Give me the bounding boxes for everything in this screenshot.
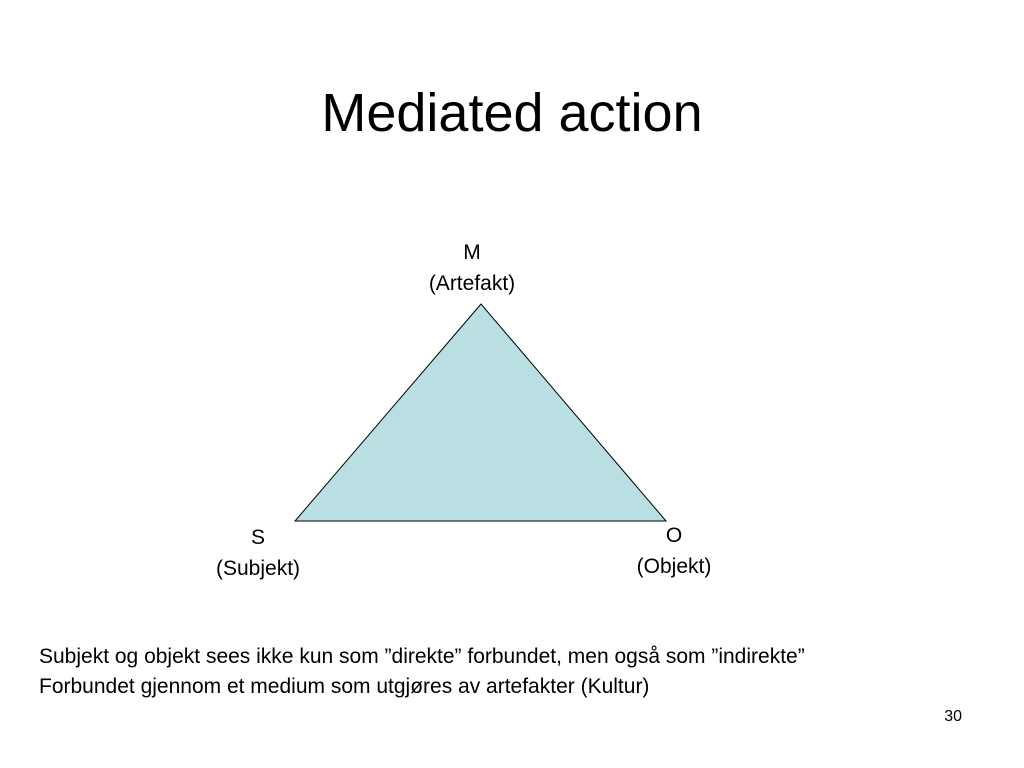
node-subject-label: (Subjekt)	[215, 557, 301, 580]
caption-line-1: Subjekt og objekt sees ikke kun som ”dir…	[39, 645, 805, 668]
node-mediator-label: (Artefakt)	[428, 272, 516, 295]
node-subject: S (Subjekt)	[178, 522, 338, 584]
node-mediator-letter: M	[463, 241, 481, 264]
node-object-letter: O	[665, 524, 683, 547]
node-object-label: (Objekt)	[636, 555, 712, 578]
mediation-triangle	[293, 303, 668, 522]
node-mediator: M (Artefakt)	[392, 237, 552, 299]
slide-title: Mediated action	[321, 83, 703, 143]
caption-line-2: Forbundet gjennom et medium som utgjøres…	[39, 675, 650, 698]
node-subject-letter: S	[250, 526, 265, 549]
slide-caption: Subjekt og objekt sees ikke kun som ”dir…	[39, 642, 999, 702]
node-object: O (Objekt)	[594, 520, 754, 582]
slide-number: 30	[944, 708, 962, 725]
